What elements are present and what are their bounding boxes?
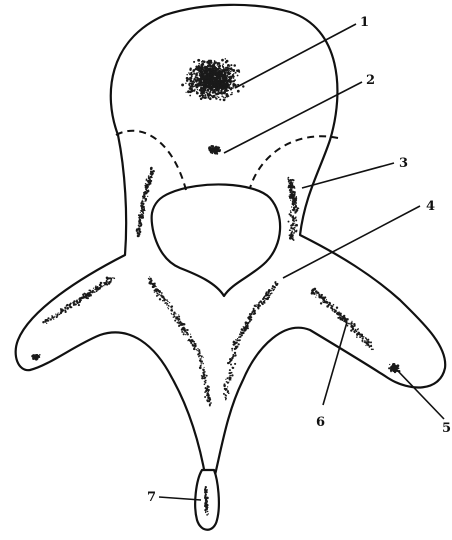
label-2: 2 bbox=[366, 73, 375, 88]
label-7: 7 bbox=[147, 490, 156, 505]
label-5: 5 bbox=[442, 421, 451, 436]
label-6: 6 bbox=[316, 415, 325, 430]
label-3: 3 bbox=[399, 156, 408, 171]
label-1: 1 bbox=[360, 15, 369, 30]
label-4: 4 bbox=[426, 199, 435, 214]
